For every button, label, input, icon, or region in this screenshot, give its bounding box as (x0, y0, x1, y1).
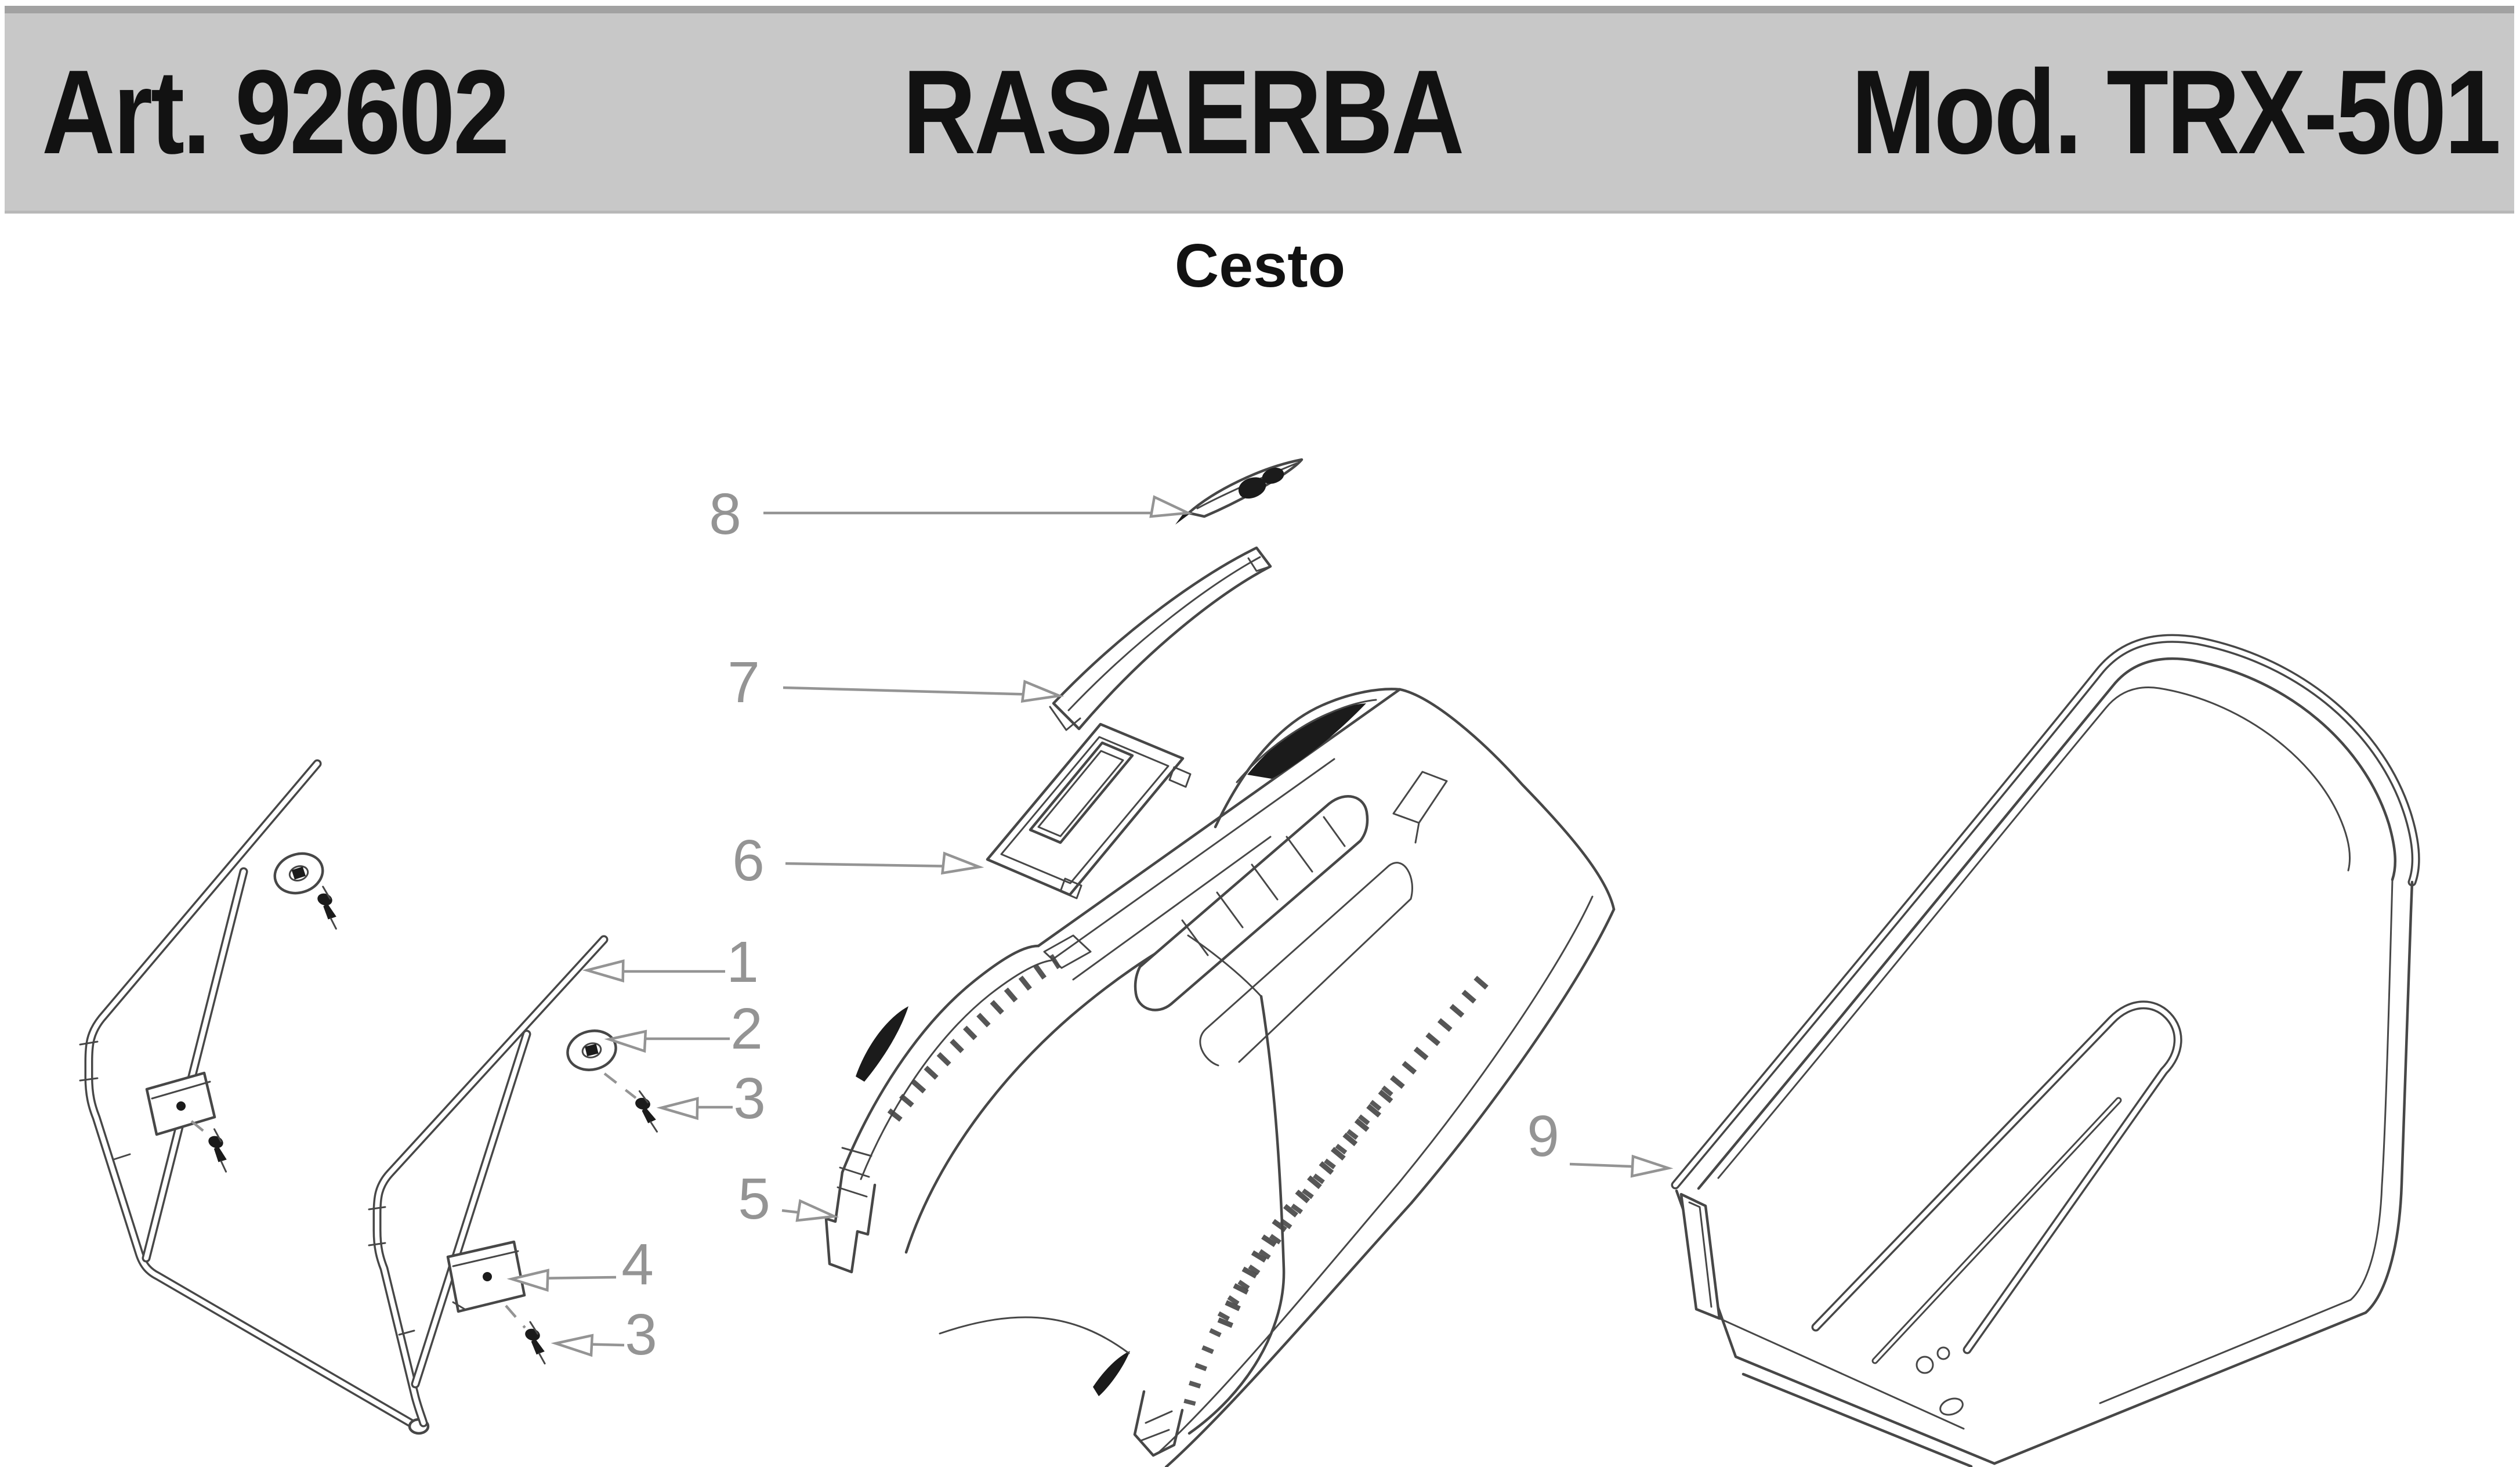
basket-hole (1939, 1397, 1964, 1416)
part-clip-8 (1175, 458, 1304, 525)
callout-1-arrow (587, 960, 624, 981)
cover-left-foot (824, 1170, 877, 1274)
callout-3-lower-label: 3 (625, 1302, 657, 1367)
callout-9-label: 9 (1527, 1104, 1559, 1169)
part-frame-wire-rear (79, 759, 430, 1435)
vent-slot-row-left (887, 953, 1061, 1122)
part-washer-2 (563, 1026, 620, 1075)
callout-6-label: 6 (732, 828, 765, 893)
callout-7-label: 7 (727, 650, 760, 715)
part-strip-7 (1049, 546, 1272, 731)
callout-3-upper-arrow (661, 1098, 698, 1118)
callout-4-label: 4 (621, 1232, 654, 1297)
callout-9-arrow (1632, 1157, 1669, 1178)
callout-6-leader (785, 862, 959, 868)
callout-8: 8 (709, 482, 1190, 547)
cover-top-tab (1392, 771, 1448, 844)
callout-5: 5 (738, 1166, 835, 1231)
callout-1: 1 (587, 930, 759, 995)
assembly-dash-upper (190, 1120, 205, 1133)
vent-dark-right (1093, 1351, 1130, 1396)
vent-slot-row-right-inner (1183, 1085, 1393, 1406)
part-cover-ridge (1199, 688, 1616, 1067)
part-basket-body (1671, 634, 2420, 1467)
callout-6-arrow (943, 854, 980, 877)
part-plate-4 (446, 1240, 526, 1313)
vent-slot-row-right-outer (1216, 975, 1489, 1329)
vent-dark-left (856, 1006, 908, 1082)
callout-5-label: 5 (738, 1166, 770, 1231)
callout-3-upper: 3 (661, 1066, 766, 1131)
callout-7-leader (783, 686, 1039, 696)
callout-9: 9 (1527, 1104, 1669, 1178)
article-number: Art. 92602 (42, 45, 510, 179)
part-screw-plate-upper (199, 1128, 240, 1173)
callout-4: 4 (511, 1232, 654, 1297)
model-number: Mod. TRX-501 (1851, 45, 2501, 179)
channel-ribs (1181, 816, 1346, 956)
callout-2: 2 (609, 996, 763, 1061)
callout-1-label: 1 (726, 930, 759, 995)
callout-7: 7 (727, 650, 1060, 715)
callout-3-lower: 3 (555, 1302, 657, 1367)
part-screw-upper (309, 885, 349, 930)
middle-group (824, 458, 1616, 1467)
frame-6-tabs (1059, 766, 1192, 899)
basket-hole (1916, 1356, 1934, 1374)
callout-3-upper-label: 3 (733, 1066, 766, 1131)
basket-hole (1936, 1346, 1950, 1360)
assembly-dash-2-3 (603, 1072, 637, 1099)
callouts: 8 7 6 1 2 (511, 482, 1668, 1367)
callout-8-arrow (1151, 497, 1190, 522)
header-band: Art. 92602 RASAERBA Mod. TRX-501 (5, 6, 2514, 214)
part-frame-6 (986, 722, 1192, 899)
right-group (1671, 634, 2420, 1467)
basket-floor-tube (1811, 1000, 2182, 1354)
part-cover-right-wing (939, 895, 1616, 1467)
part-washer-upper (270, 848, 328, 899)
part-frame-wire-front (368, 935, 609, 1428)
vent-dark-top (1247, 703, 1366, 779)
left-group (79, 759, 665, 1435)
diagram-subtitle: Cesto (1174, 232, 1346, 300)
assembly-dash-4-3 (505, 1305, 526, 1329)
callout-2-label: 2 (730, 996, 763, 1061)
part-plate-upper (145, 1071, 216, 1136)
cover-right-foot (1133, 1390, 1184, 1457)
part-cover-channel (1134, 795, 1369, 1011)
page-title: RASAERBA (903, 45, 1464, 179)
callout-3-lower-arrow (555, 1334, 592, 1355)
callout-5-arrow (797, 1201, 836, 1226)
callout-8-label: 8 (709, 482, 741, 547)
callout-6: 6 (732, 828, 980, 893)
